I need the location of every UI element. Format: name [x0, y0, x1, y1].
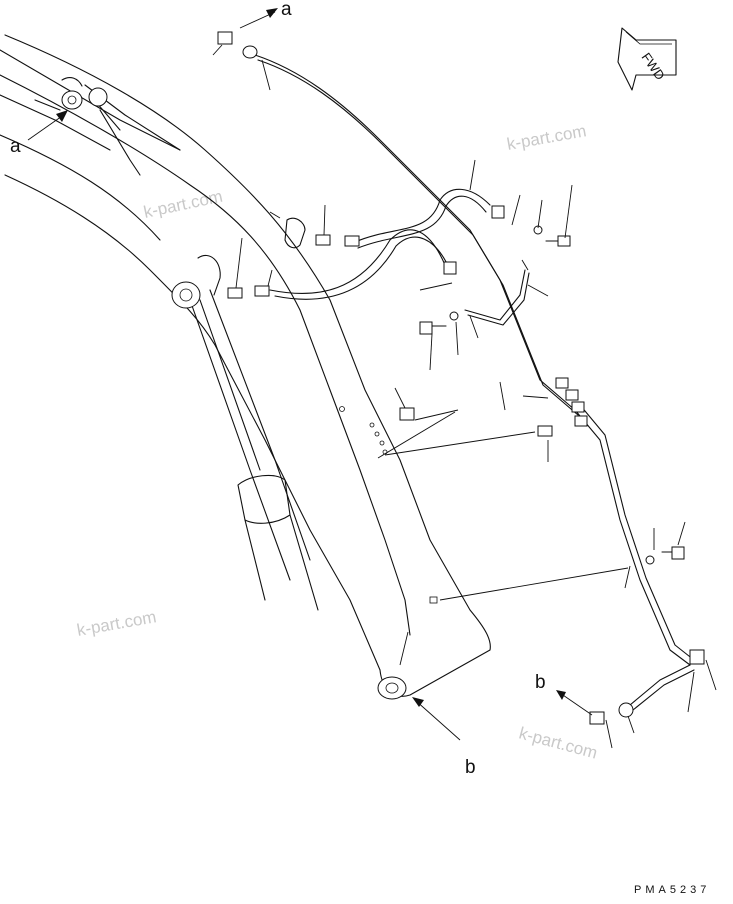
watermark-2: k-part.com	[142, 187, 224, 222]
grease-nipple	[315, 234, 331, 246]
boom-foot-pin	[377, 676, 407, 700]
bolt	[419, 321, 447, 335]
callout-a-label: a	[281, 0, 292, 20]
arm-linkage	[0, 49, 181, 176]
callout-a-left: a	[10, 110, 68, 157]
arm-top-pin	[61, 90, 83, 110]
fitting-top	[217, 31, 233, 45]
bolt	[545, 235, 571, 247]
watermark-1: k-part.com	[505, 121, 587, 154]
arrow-icon	[556, 690, 566, 700]
fwd-label: FWD	[639, 50, 668, 83]
fasteners	[227, 225, 685, 565]
arrow-icon	[266, 8, 278, 18]
arrow-icon	[412, 697, 424, 707]
callout-b-label: b	[535, 672, 546, 693]
fitting-bottom	[689, 649, 705, 665]
drawing-code: PMA5237	[634, 884, 710, 896]
watermark-4: k-part.com	[517, 724, 599, 763]
boom-cylinder	[171, 217, 319, 611]
leader-lines	[212, 44, 717, 749]
grease-nipple	[537, 425, 553, 437]
grease-nipple	[227, 287, 243, 299]
grease-nipple	[399, 407, 415, 421]
arrow-icon	[56, 110, 68, 122]
cylinder-pin	[171, 281, 201, 309]
callout-a-label: a	[10, 136, 21, 157]
watermark-3: k-part.com	[75, 607, 157, 640]
boom-structure	[0, 34, 491, 700]
fwd-arrow-icon	[617, 27, 677, 91]
washer	[449, 311, 459, 321]
watermarks: k-part.com k-part.com k-part.com k-part.…	[75, 121, 599, 762]
callout-b-bottom: b	[412, 697, 476, 778]
grease-lines	[217, 31, 705, 725]
callout-b-label: b	[465, 757, 476, 778]
bolt	[661, 546, 685, 560]
callout-b-top: b	[535, 672, 593, 716]
fwd-indicator: FWD	[617, 27, 677, 91]
washer	[645, 555, 655, 565]
callout-a-top: a	[239, 0, 292, 29]
